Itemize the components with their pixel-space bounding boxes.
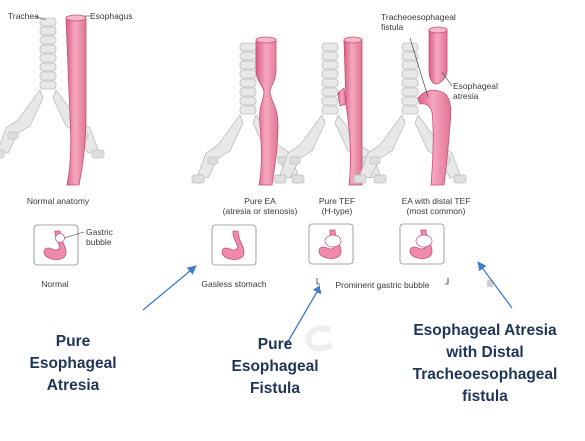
stomach-normal [34,225,78,265]
annotation-ea-distal-tef-line3: Tracheoesophageal [385,364,585,386]
annotation-pure-tef-line3: Fistula [210,378,340,400]
caption-pure-tef-line2: (H-type) [305,206,369,216]
trachea-normal [0,18,104,158]
label-tef-line1: Tracheoesophageal [381,12,456,22]
stomach-prominent-bubble-2 [400,224,444,264]
caption-pure-tef-line1: Pure TEF [305,196,369,206]
stomach-prominent-bubble-1 [309,224,353,264]
stomach-caption-prominent: Prominent gastric bubble [320,280,445,290]
annotation-pure-tef-line2: Esophageal [210,356,340,378]
annotation-ea-distal-tef-line4: fistula [385,386,585,408]
upper-pouch [429,30,447,84]
annotation-pure-ea: Pure Esophageal Atresia [8,331,138,397]
arrow-pure-ea [143,266,196,310]
annotation-ea-distal-tef-line2: with Distal [385,342,585,364]
arrow-ea-distal-tef [478,262,512,308]
label-trachea: Trachea [8,11,39,21]
stomach-caption-gasless: Gasless stomach [196,279,272,289]
esophagus-pure-ea [256,40,278,185]
caption-ea-distal-tef-line2: (most common) [386,206,486,216]
esophagus-pure-tef [344,40,362,185]
annotation-pure-ea-line3: Atresia [8,375,138,397]
caption-normal-anatomy: Normal anatomy [10,196,106,206]
label-gastric-line1: Gastric [86,227,113,237]
annotation-ea-distal-tef: Esophageal Atresia with Distal Tracheoes… [385,320,585,408]
label-atresia-line2: atresia [453,91,479,101]
label-tef-line2: fistula [381,22,403,32]
stomach-caption-normal: Normal [20,279,90,289]
panel-normal-anatomy [0,15,104,185]
annotation-ea-distal-tef-line1: Esophageal Atresia [385,320,585,342]
fistula-h-type [338,88,346,106]
annotation-pure-tef-line1: Pure [210,334,340,356]
caption-ea-distal-tef-line1: EA with distal TEF [386,196,486,206]
caption-pure-ea-line1: Pure EA [210,196,310,206]
annotation-pure-ea-line2: Esophageal [8,353,138,375]
caption-pure-ea-line2: (atresia or stenosis) [210,206,310,216]
label-esophagus: Esophagus [90,11,133,21]
label-atresia-line1: Esophageal [453,81,498,91]
annotation-pure-ea-line1: Pure [8,331,138,353]
stomach-gasless [212,225,256,265]
annotation-pure-tef: Pure Esophageal Fistula [210,334,340,400]
esophagus-normal [66,18,86,185]
panel-ea-distal-tef [354,27,466,185]
label-gastric-line2: bubble [86,237,112,247]
